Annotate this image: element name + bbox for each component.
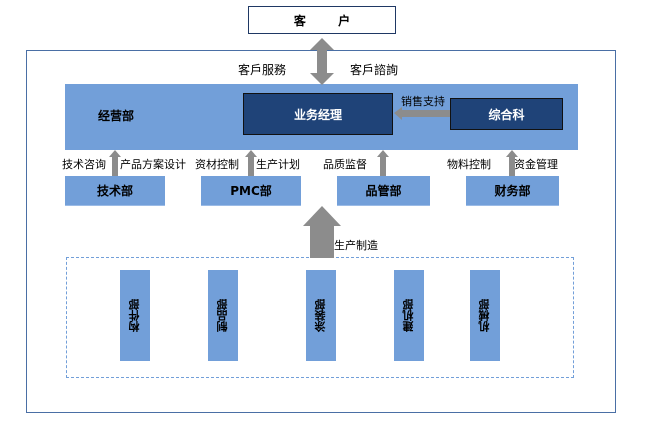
qc-dept-label: 品管部 xyxy=(365,184,402,198)
manager-label: 业务经理 xyxy=(293,107,342,122)
material-control-fin-label: 物料控制 xyxy=(447,158,491,171)
customer-service-label: 客戶服務 xyxy=(238,63,287,77)
production-dept-2: 制品部 xyxy=(208,270,238,361)
up-arrow-icon xyxy=(245,150,257,176)
material-control-label: 资材控制 xyxy=(195,158,239,171)
production-dept-1: 构件部 xyxy=(120,270,150,361)
production-dept-3: 涂装部 xyxy=(306,270,336,361)
finance-dept-label: 财务部 xyxy=(494,184,531,198)
tech-dept-label: 技术部 xyxy=(96,184,133,198)
pmc-dept-label: PMC部 xyxy=(230,184,272,198)
production-dept-4: 建机部 xyxy=(394,270,424,361)
tech-consult-label: 技术咨询 xyxy=(62,158,106,171)
production-plan-label: 生产计划 xyxy=(256,158,300,171)
customer-label: 客 户 xyxy=(293,13,365,28)
sales-support-label: 销售支持 xyxy=(401,95,445,108)
customer-consult-label: 客戶諮詢 xyxy=(350,63,399,77)
left-arrow-icon xyxy=(394,107,450,120)
production-link-label: 生产制造 xyxy=(334,239,378,252)
qc-dept-box: 品管部 xyxy=(337,176,430,206)
business-dept-label: 经营部 xyxy=(98,109,135,123)
customer-box: 客 户 xyxy=(248,6,396,34)
pmc-dept-box: PMC部 xyxy=(201,176,301,206)
up-arrow-icon xyxy=(377,150,389,176)
up-arrow-icon xyxy=(506,150,518,176)
double-arrow-icon xyxy=(310,38,334,85)
manager-box: 业务经理 xyxy=(243,93,393,135)
up-arrow-icon xyxy=(109,150,121,176)
production-dept-5: 机械部 xyxy=(470,270,500,361)
finance-dept-box: 财务部 xyxy=(466,176,559,206)
big-up-arrow-icon xyxy=(303,206,341,258)
tech-dept-box: 技术部 xyxy=(65,176,165,206)
general-section-label: 综合科 xyxy=(488,107,525,122)
fund-management-label: 资金管理 xyxy=(514,158,558,171)
general-section-box: 综合科 xyxy=(450,98,563,130)
product-design-label: 产品方案设计 xyxy=(120,158,186,171)
quality-supervision-label: 品质监督 xyxy=(323,158,367,171)
